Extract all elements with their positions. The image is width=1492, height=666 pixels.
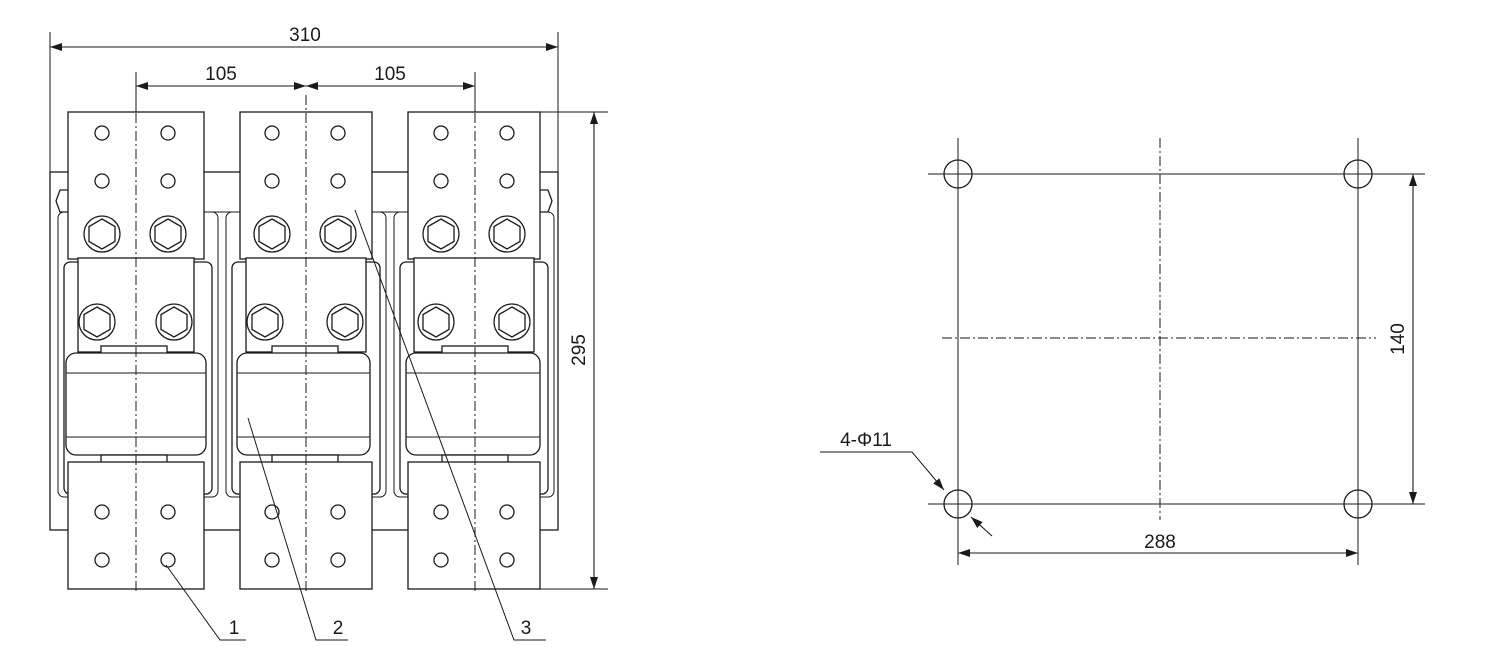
dimension-hole-spacing-horizontal: 288 — [958, 532, 1358, 557]
hex-bolt — [246, 215, 364, 341]
callout-label-1: 1 — [229, 618, 240, 639]
hex-bolt — [78, 215, 193, 341]
mounting-hole — [943, 159, 1373, 519]
dim-label-310: 310 — [289, 25, 321, 46]
dim-label-295: 295 — [569, 334, 590, 366]
terminal-hole — [433, 125, 515, 568]
hole-callout: 4-Φ11 — [820, 430, 993, 537]
callout-2: 2 — [247, 417, 348, 641]
dimension-overall-width: 310 — [49, 25, 559, 172]
pole-2 — [231, 95, 381, 594]
dim-label-105-left: 105 — [205, 64, 237, 85]
mounting-plan: 288 140 4-Φ11 — [820, 138, 1425, 565]
dim-label-288: 288 — [1144, 532, 1176, 553]
hex-bolt — [417, 215, 531, 341]
terminal-hole — [94, 125, 176, 568]
terminal-hole — [264, 125, 346, 568]
dim-label-105-right: 105 — [374, 64, 406, 85]
callout-1: 1 — [165, 564, 246, 641]
callout-label-3: 3 — [521, 618, 532, 639]
pole-1 — [63, 95, 213, 594]
dimension-pole-pitch: 105 105 — [135, 64, 476, 112]
dimension-overall-height: 295 — [540, 111, 608, 590]
dimension-hole-spacing-vertical: 140 — [1388, 174, 1417, 504]
callout-label-2: 2 — [333, 618, 344, 639]
pole-3 — [399, 95, 549, 594]
dim-label-140: 140 — [1388, 323, 1409, 355]
front-view: 310 105 105 295 1 2 3 — [49, 25, 608, 641]
callout-3: 3 — [354, 209, 546, 641]
hole-note-label: 4-Φ11 — [840, 430, 892, 451]
